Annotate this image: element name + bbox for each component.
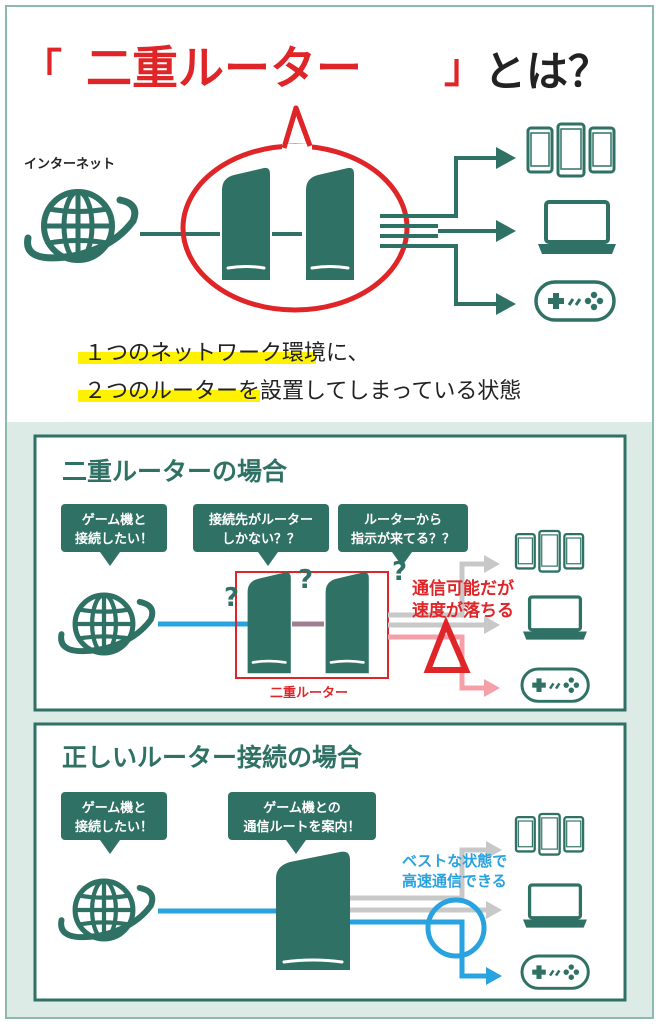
question-mark-2: ?: [298, 565, 313, 595]
success-text-2: 高速通信できる: [402, 872, 507, 890]
svg-text:ルーターから: ルーターから: [364, 513, 442, 528]
description-line-1: １つのネットワーク環境に、: [84, 341, 369, 366]
bubble-guide-route: ゲーム機との 通信ルートを案内！: [228, 792, 376, 854]
title-suffix: とは？: [484, 47, 610, 96]
correct-router-panel: 正しいルーター接続の場合 ゲーム機と 接続したい！ ゲーム機との 通信ルートを案…: [33, 722, 627, 1002]
success-highlight-circle: [425, 897, 487, 959]
bubble-only-router: 接続先がルーター しかない？？: [193, 504, 329, 566]
gamepad-icon: [520, 954, 590, 990]
smartphones-icon: [514, 529, 585, 573]
page-title: 「 二重ルーター 」 とは？: [22, 41, 610, 96]
svg-text:ゲーム機との: ゲーム機との: [263, 800, 340, 816]
router-icon: [276, 851, 350, 970]
title-bracket-close: 」: [444, 46, 484, 92]
laptop-icon: [521, 595, 589, 642]
svg-text:しかない？？: しかない？？: [222, 532, 300, 547]
top-connection-arrows: [380, 156, 498, 306]
svg-text:接続したい！: 接続したい！: [75, 531, 153, 547]
svg-text:接続したい！: 接続したい！: [75, 819, 153, 835]
svg-text:ゲーム機と: ゲーム機と: [82, 800, 147, 816]
bubble-instructions-from-router: ルーターから 指示が来てる？？: [338, 504, 468, 566]
bubble-game-wants-connect-2: ゲーム機と 接続したい！: [61, 792, 167, 854]
success-text-1: ベストな状態で: [402, 852, 507, 870]
gamepad-icon: [520, 667, 590, 703]
laptop-icon: [536, 200, 618, 256]
correct-router-heading: 正しいルーター接続の場合: [62, 743, 363, 772]
title-bracket-open: 「: [22, 46, 62, 92]
warning-text-2: 速度が落ちる: [412, 600, 514, 621]
question-mark-3: ?: [392, 557, 407, 587]
router-icon-1: [246, 570, 293, 675]
double-router-panel: 二重ルーターの場合 ゲーム機と 接続したい！ 接続先がルーター しかない？？ ル…: [33, 434, 627, 712]
red-highlight-circle: [180, 143, 410, 313]
router-icon-2: [324, 570, 371, 675]
warning-text-1: 通信可能だが: [412, 578, 514, 599]
smartphones-icon: [526, 122, 616, 178]
svg-text:接続先がルーター: 接続先がルーター: [209, 512, 313, 528]
warning-triangle-icon: [423, 616, 471, 673]
double-router-label: 二重ルーター: [270, 685, 348, 701]
description-line-2: ２つのルーターを設置してしまっている状態: [84, 379, 521, 404]
bubble-game-wants-connect: ゲーム機と 接続したい！: [61, 504, 167, 566]
svg-text:ゲーム機と: ゲーム機と: [82, 512, 147, 528]
internet-label: インターネット: [24, 157, 115, 172]
svg-text:指示が来てる？？: 指示が来てる？？: [351, 531, 455, 547]
globe-icon: [28, 192, 135, 260]
highlight-line-2: [78, 390, 260, 402]
smartphones-icon: [514, 812, 585, 856]
question-mark-1: ?: [224, 583, 239, 613]
svg-text:通信ルートを案内！: 通信ルートを案内！: [243, 819, 360, 835]
router-icon-2: [304, 166, 356, 282]
title-main: 二重ルーター: [86, 41, 362, 95]
laptop-icon: [521, 883, 589, 930]
router-icon-1: [220, 166, 272, 282]
gamepad-icon: [534, 280, 616, 322]
highlight-line-1: [78, 352, 316, 364]
double-router-heading: 二重ルーターの場合: [62, 457, 288, 486]
